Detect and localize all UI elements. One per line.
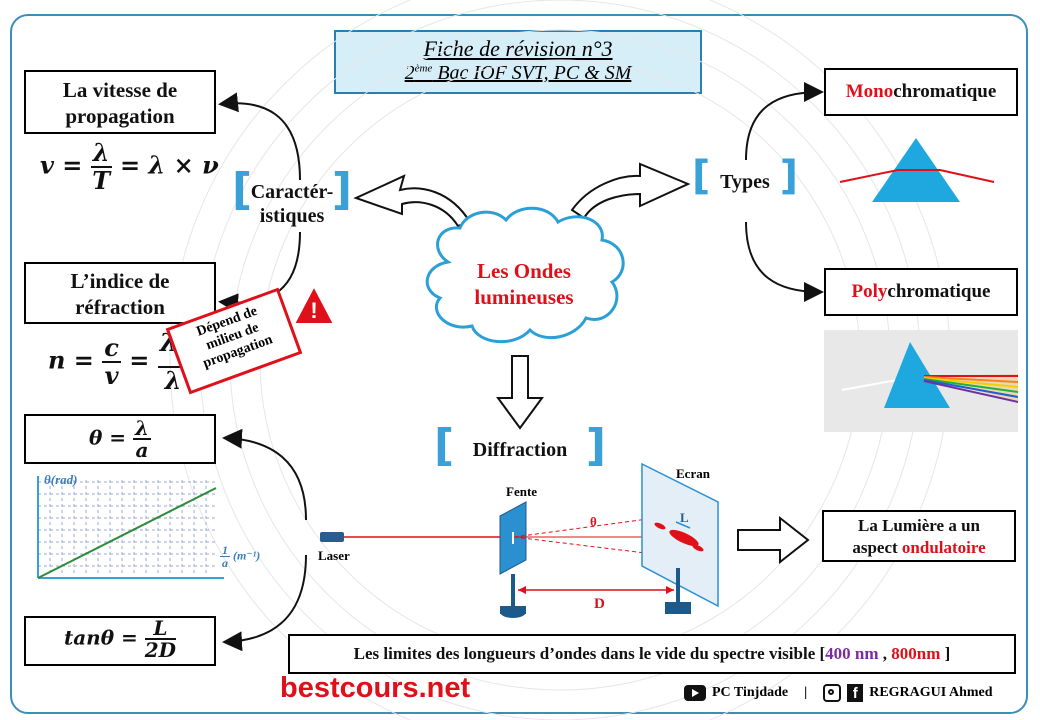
page-frame xyxy=(10,14,1028,714)
cloud-shape xyxy=(425,206,625,344)
footer-social: PC Tinjdade | f REGRAGUI Ahmed xyxy=(684,684,993,702)
arrow-to-vitesse xyxy=(218,92,301,181)
ecran-label: Ecran xyxy=(676,466,710,481)
title-line2: 2ème Bac IOF SVT, PC & SM xyxy=(404,62,632,84)
theta-label: θ xyxy=(590,514,597,529)
title-line1: Fiche de révision n°3 xyxy=(423,36,613,61)
diffraction-setup xyxy=(320,462,719,618)
types-label: [ Types ] xyxy=(692,153,798,199)
indice-formula: n = cv = λ0λ xyxy=(48,330,189,394)
arrow-to-mono xyxy=(745,82,824,161)
facebook-icon[interactable]: f xyxy=(847,684,864,702)
arrow-to-poly xyxy=(745,221,824,302)
fente-label: Fente xyxy=(506,484,538,499)
graph-ylabel: θ(rad) xyxy=(44,472,78,487)
caracteristiques-label: [ Caractér-istiques ] xyxy=(232,164,352,228)
D-label: D xyxy=(594,596,605,612)
laser-label: Laser xyxy=(318,548,350,563)
youtube-channel[interactable]: PC Tinjdade xyxy=(712,685,789,700)
diffraction-label: [ Diffraction ] xyxy=(434,420,606,471)
title-box: Fiche de révision n°3 2ème Bac IOF SVT, … xyxy=(334,30,702,94)
author-name: REGRAGUI Ahmed xyxy=(869,685,993,700)
poly-box: Polychromatique xyxy=(824,268,1018,316)
svg-text:!: ! xyxy=(310,298,317,323)
limits-box: Les limites des longueurs d’ondes dans l… xyxy=(288,634,1016,674)
arrow-to-indice xyxy=(218,231,301,314)
youtube-icon[interactable] xyxy=(684,685,706,701)
arrow-to-theta xyxy=(222,428,307,521)
hollow-arrow-down xyxy=(496,355,544,430)
hollow-arrow-right xyxy=(570,162,691,220)
arrow-to-tan xyxy=(222,554,307,652)
mono-box: Monochromatique xyxy=(824,68,1018,116)
graph-line xyxy=(37,487,217,579)
hollow-arrow-left xyxy=(353,174,472,228)
site-link[interactable]: bestcours.net xyxy=(280,672,471,704)
warning-icon xyxy=(292,283,336,325)
L-label: L xyxy=(680,510,689,525)
hollow-arrow-lumiere xyxy=(737,515,810,565)
theta-graph xyxy=(37,476,224,579)
instagram-icon[interactable] xyxy=(823,684,842,702)
mono-prism xyxy=(839,138,995,202)
poly-prism xyxy=(824,330,1018,432)
lumiere-box: La Lumière a un aspect ondulatoire xyxy=(822,510,1016,562)
